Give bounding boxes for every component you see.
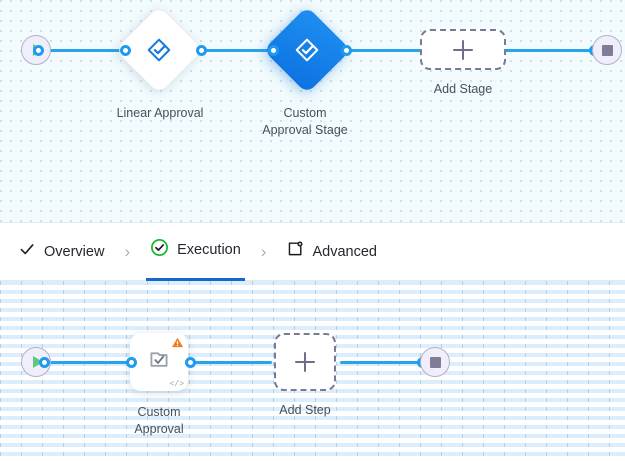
tab-overview-label: Overview — [44, 243, 105, 260]
port-custom-in[interactable] — [268, 45, 279, 56]
plus-icon — [295, 352, 315, 372]
tab-separator: › — [260, 242, 267, 261]
stage-canvas[interactable]: Linear Approval Custom Approval Stage Ad… — [0, 0, 625, 222]
edge-start-to-custom-approval — [44, 361, 132, 364]
edge-add-to-end — [504, 49, 594, 52]
port-start-out[interactable] — [33, 45, 44, 56]
code-badge-icon: </> — [169, 380, 184, 389]
edge-custom-to-add — [342, 49, 422, 52]
step-node-custom-approval[interactable]: </> — [130, 333, 188, 391]
stage-end-node[interactable] — [592, 35, 622, 65]
check-icon — [18, 240, 36, 263]
step-start-node[interactable] — [21, 347, 51, 377]
add-step-label: Add Step — [279, 403, 331, 417]
approval-stage-icon — [293, 36, 321, 64]
port-linear-out[interactable] — [196, 45, 207, 56]
tab-overview[interactable]: Overview — [14, 223, 108, 281]
add-stage-label: Add Stage — [433, 82, 493, 96]
task-approval-icon — [146, 347, 172, 378]
port-custom-approval-out[interactable] — [185, 357, 196, 368]
stage-label-custom-approval-stage: Custom Approval Stage — [262, 106, 348, 137]
check-circle-green-icon — [150, 238, 169, 262]
warning-icon — [171, 336, 184, 354]
tab-advanced[interactable]: Advanced — [282, 223, 381, 281]
tab-advanced-label: Advanced — [312, 243, 377, 260]
step-label-custom-approval: Custom Approval — [134, 405, 184, 436]
box-gear-icon — [286, 240, 304, 263]
edge-custom-approval-to-add — [190, 361, 272, 364]
phase-tabbar: Overview › Execution › Advanced — [0, 222, 625, 281]
approval-stage-icon — [145, 36, 173, 64]
add-stage-button[interactable] — [420, 29, 506, 70]
plus-icon — [453, 39, 473, 60]
stage-label-linear-approval: Linear Approval — [116, 106, 204, 120]
stage-node-linear-approval[interactable] — [115, 6, 203, 94]
tab-execution[interactable]: Execution — [146, 223, 245, 281]
edge-add-to-end — [340, 361, 422, 364]
step-end-node[interactable] — [420, 347, 450, 377]
add-step-button[interactable] — [274, 333, 336, 391]
port-linear-in[interactable] — [120, 45, 131, 56]
tab-execution-label: Execution — [177, 242, 241, 258]
port-start-out[interactable] — [39, 357, 50, 368]
stage-node-custom-approval-stage[interactable] — [263, 6, 351, 94]
port-custom-out[interactable] — [341, 45, 352, 56]
play-icon — [32, 356, 43, 368]
step-canvas[interactable]: </> Custom Approval Add Step — [0, 281, 625, 461]
edge-linear-to-custom — [196, 49, 273, 52]
stop-icon — [601, 44, 613, 56]
port-custom-approval-in[interactable] — [126, 357, 137, 368]
tab-separator: › — [124, 242, 131, 261]
stop-icon — [429, 356, 441, 368]
edge-start-to-linear — [38, 49, 126, 52]
